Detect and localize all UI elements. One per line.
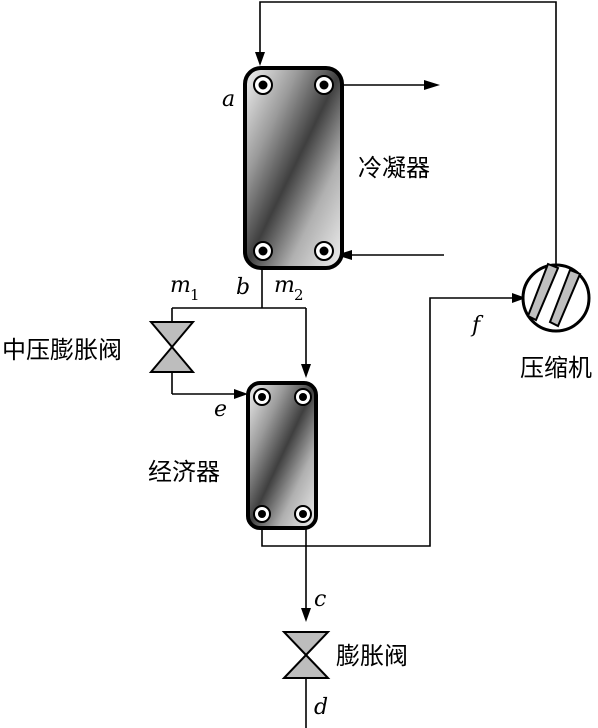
compressor-label: 压缩机 [520,354,592,382]
point-a-label: a [222,87,235,112]
condenser [243,66,344,270]
mid-pressure-valve-label: 中压膨胀阀 [2,336,122,364]
expansion-valve-label: 膨胀阀 [336,642,408,670]
pipe-economizer-to-compressor [261,297,514,547]
arrow-c-down [301,608,311,622]
economizer-body [246,381,318,530]
point-e-label: e [214,397,227,422]
economizer-port-top-left [253,388,271,406]
condenser-port-bottom-right [314,241,334,261]
economizer-port-bottom-left [253,505,271,523]
condenser-port-top-right [314,75,334,95]
economizer-port-top-right [294,388,312,406]
pipe-compressor-to-condenser [259,1,557,270]
condenser-port-bottom-left [253,241,273,261]
arrow-into-e [234,389,248,399]
labels: 冷凝器 经济器 压缩机 中压膨胀阀 膨胀阀 a b c d e f m 1 m … [2,87,592,720]
m2-label: m 2 [274,273,304,304]
point-c-label: c [314,587,326,612]
m1-label: m 1 [170,273,200,304]
arrow-condenser-out [424,80,440,90]
point-b-label: b [236,275,250,300]
m1-label-base: m [170,273,191,298]
economizer-port-bottom-right [294,505,312,523]
arrow-m2-down [301,364,311,378]
condenser-body [243,66,344,270]
arrow-into-compressor [512,293,526,303]
condenser-label: 冷凝器 [358,154,430,182]
condenser-port-top-left [253,75,273,95]
expansion-valve-icon [281,631,331,679]
economizer [246,381,318,530]
compressor-icon [521,262,591,333]
point-f-label: f [470,313,484,338]
arrows [234,52,526,622]
arrow-condenser-in [336,250,352,260]
arrow-into-a [255,52,265,66]
economizer-label: 经济器 [148,458,220,486]
point-d-label: d [314,695,328,720]
m1-label-sub: 1 [190,286,200,304]
mid-pressure-valve-icon [148,321,196,373]
m2-label-sub: 2 [294,286,304,304]
m2-label-base: m [274,273,295,298]
